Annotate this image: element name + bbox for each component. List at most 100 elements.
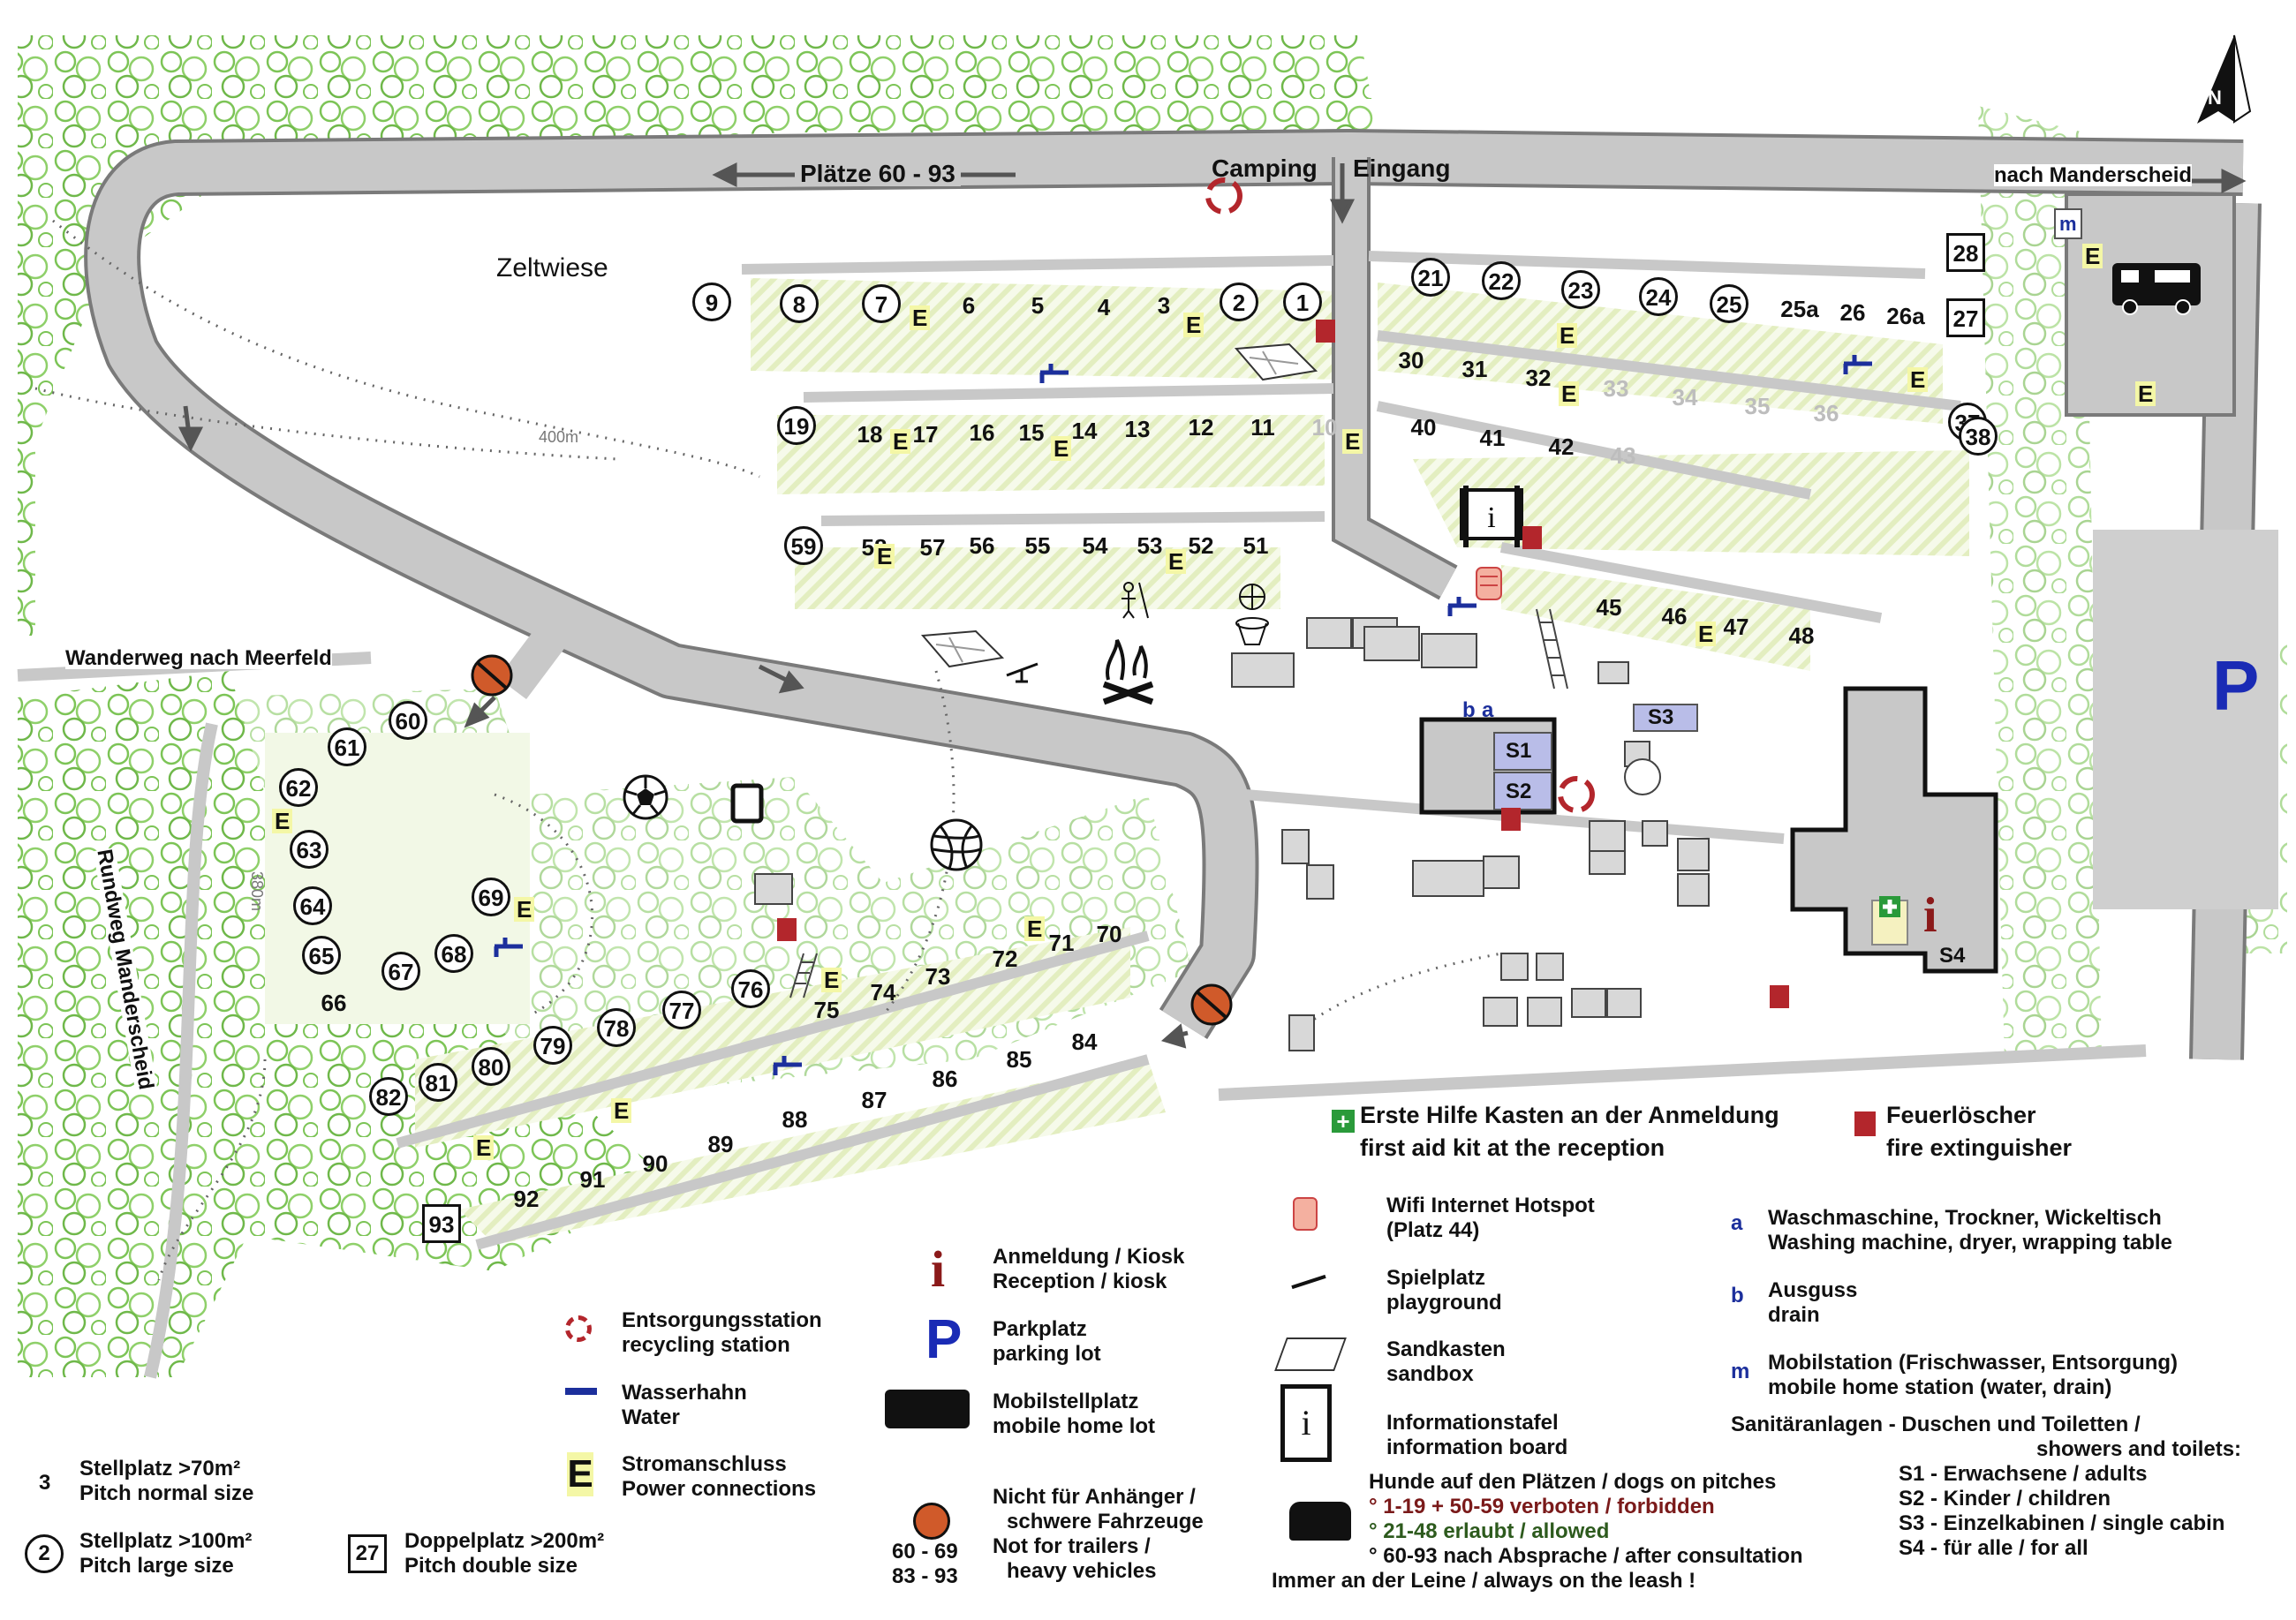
fire-extinguisher-icon	[1854, 1111, 1876, 1136]
parking-symbol: P	[2212, 646, 2260, 725]
pitch-4: 4	[1097, 294, 1111, 320]
power-icon: E	[567, 1452, 593, 1496]
power-connection-icon: E	[2135, 381, 2156, 406]
cabins	[754, 617, 1710, 1051]
pitch-55: 55	[1024, 532, 1051, 559]
wifi-hotspot-icon	[1293, 1197, 1318, 1231]
pitch-3: 3	[1157, 292, 1171, 319]
volleyball-icon	[930, 818, 983, 871]
pitch-25: 25	[1710, 284, 1748, 323]
pitch-87: 87	[861, 1087, 887, 1113]
no-trailer-icon	[913, 1503, 950, 1540]
legend-wifi: Wifi Internet Hotspot(Platz 44)	[1289, 1194, 1595, 1243]
recycling-icon	[565, 1315, 592, 1342]
pitch-42: 42	[1548, 433, 1575, 460]
water-tap-icons	[494, 355, 1872, 1075]
pitch-75: 75	[813, 997, 840, 1023]
pitch-79: 79	[533, 1026, 572, 1065]
mobile-home-icon	[885, 1390, 970, 1428]
pitch-62: 62	[279, 768, 318, 807]
pitch-14: 14	[1071, 418, 1098, 444]
pitch-48: 48	[1788, 622, 1815, 649]
pitch-1: 1	[1283, 283, 1322, 321]
pitch-67: 67	[381, 952, 420, 991]
pitch-74: 74	[870, 979, 896, 1006]
pitch-lanes	[396, 251, 1961, 1250]
pitch-38: 38	[1959, 417, 1998, 456]
pitch-65: 65	[302, 936, 341, 975]
area-label-zeltwiese: Zeltwiese	[496, 253, 608, 283]
pitch-19: 19	[777, 406, 816, 445]
pitch-27: 27	[1946, 298, 1985, 337]
sandbox-icon	[1234, 343, 1318, 381]
pitch-68: 68	[434, 934, 473, 973]
pitch-5: 5	[1031, 292, 1045, 319]
reception-building	[1790, 686, 1998, 974]
power-connection-icon: E	[611, 1098, 632, 1123]
pitch-85: 85	[1006, 1046, 1032, 1073]
mobile-station-m: m	[2054, 208, 2082, 240]
trail-label-wanderweg: Wanderweg nach Meerfeld	[65, 646, 332, 670]
pitch-93: 93	[422, 1204, 461, 1243]
pitch-24: 24	[1639, 277, 1678, 316]
altitude-400: 400m	[539, 428, 579, 446]
power-connection-icon: E	[1051, 436, 1072, 461]
pitch-2: 2	[1220, 283, 1258, 321]
sandbox-icon-2	[920, 629, 1005, 668]
pitch-59: 59	[784, 526, 823, 565]
pitch-18: 18	[857, 421, 883, 448]
seesaw-icon	[1006, 662, 1038, 683]
room-b: b	[1462, 698, 1476, 722]
pitch-41: 41	[1479, 425, 1506, 451]
pitch-35: 35	[1744, 393, 1771, 419]
pitch-66: 66	[321, 990, 347, 1016]
legend-mobile-station: m Mobilstation (Frischwasser, Entsorgung…	[1731, 1351, 2179, 1399]
power-connection-icon: E	[272, 809, 293, 833]
pitch-77: 77	[662, 991, 701, 1029]
power-connection-icon: E	[910, 305, 931, 330]
first-aid-icon: +	[1332, 1110, 1355, 1133]
pitch-21: 21	[1411, 258, 1450, 297]
pitch-60: 60	[389, 701, 427, 740]
sanitary-s1: S1	[1506, 739, 1532, 763]
pitch-15: 15	[1018, 419, 1045, 446]
pitch-9: 9	[692, 283, 731, 321]
soccer-field-icon	[623, 774, 668, 820]
recycling-icon	[1205, 177, 1595, 813]
power-connection-icon: E	[821, 968, 842, 992]
pitch-61: 61	[328, 727, 366, 766]
pitch-31: 31	[1461, 356, 1488, 382]
sanitary-s4: S4	[1939, 944, 1966, 968]
road-label-nach-manderscheid: nach Manderscheid	[1994, 163, 2193, 187]
pitch-16: 16	[969, 419, 995, 446]
legend-dogs: Hunde auf den Plätzen / dogs on pitches …	[1272, 1470, 1803, 1593]
pitch-64: 64	[293, 886, 332, 925]
pitch-23: 23	[1561, 270, 1600, 309]
pitch-78: 78	[597, 1008, 636, 1047]
sanitary-s2: S2	[1506, 780, 1532, 803]
pitch-10: 10	[1311, 414, 1338, 441]
pitch-17: 17	[912, 421, 939, 448]
pitch-86: 86	[932, 1066, 958, 1092]
pitch-26a: 26a	[1886, 303, 1925, 329]
pitch-80: 80	[472, 1047, 510, 1086]
mobile-home-icon	[2112, 263, 2201, 315]
reception-info-icon: i	[1923, 888, 1937, 943]
pitch-90: 90	[642, 1150, 668, 1177]
power-connection-icon: E	[514, 897, 535, 922]
svg-text:N: N	[2208, 87, 2222, 109]
power-connection-icon: E	[874, 544, 895, 569]
power-connection-icon: E	[1183, 313, 1205, 337]
pitch-8: 8	[780, 284, 819, 323]
